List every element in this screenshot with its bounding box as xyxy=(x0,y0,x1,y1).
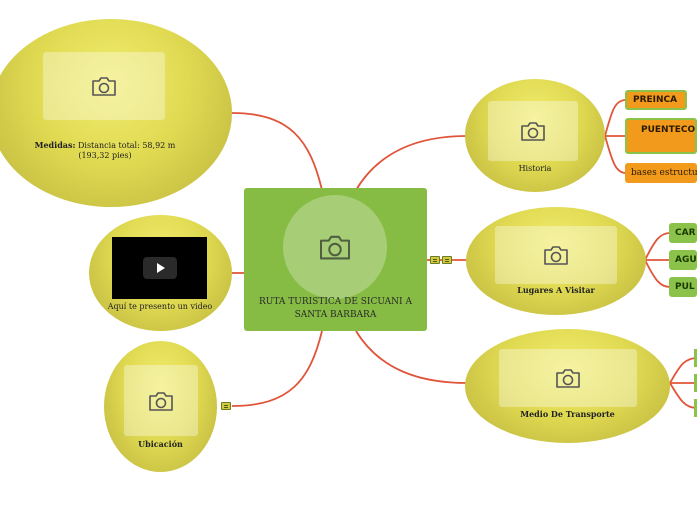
video-label: Aquí te presento un video xyxy=(107,302,213,311)
medidas-label-text: Distancia total: 58,92 m (193,32 pies) xyxy=(75,141,176,160)
photo-placeholder xyxy=(124,365,198,436)
ubicacion-label: Ubicación xyxy=(104,439,217,450)
subtopic-puenteco[interactable]: PUENTECO xyxy=(625,118,697,154)
notes-icon[interactable] xyxy=(430,256,440,264)
play-icon xyxy=(156,263,165,273)
central-topic[interactable]: RUTA TURISTICA DE SICUANI A SANTA BARBAR… xyxy=(244,188,427,331)
topic-historia[interactable]: Historia xyxy=(465,79,605,192)
subtopic-pul[interactable]: PUL xyxy=(669,277,697,297)
subtopic-stub[interactable] xyxy=(694,399,697,417)
transporte-label-text: Medio De Transporte xyxy=(520,409,615,419)
central-topic-title: RUTA TURISTICA DE SICUANI A SANTA BARBAR… xyxy=(259,297,412,320)
central-photo xyxy=(283,195,387,299)
camera-icon xyxy=(521,122,545,141)
topic-transporte[interactable]: Medio De Transporte xyxy=(465,329,670,443)
photo-placeholder xyxy=(488,101,578,161)
camera-icon xyxy=(149,391,173,411)
video-player[interactable] xyxy=(112,237,207,299)
notes-icon[interactable] xyxy=(221,402,231,410)
topic-medidas[interactable]: Medidas: Distancia total: 58,92 m (193,3… xyxy=(0,19,232,207)
subtopic-stub[interactable] xyxy=(694,349,697,367)
subtopic-preinca[interactable]: PREINCA xyxy=(625,90,687,110)
medidas-label-bold: Medidas: xyxy=(34,140,76,150)
transporte-label: Medio De Transporte xyxy=(465,409,670,420)
camera-icon xyxy=(556,369,580,388)
camera-icon xyxy=(319,235,351,260)
topic-ubicacion[interactable]: Ubicación xyxy=(104,341,217,472)
photo-placeholder xyxy=(499,349,637,407)
camera-icon xyxy=(544,246,568,265)
topic-lugares[interactable]: Lugares A Visitar xyxy=(466,207,646,315)
subtopic-stub[interactable] xyxy=(694,374,697,392)
play-button[interactable] xyxy=(142,257,177,279)
notes-icon[interactable] xyxy=(442,256,452,264)
camera-icon xyxy=(92,77,116,96)
historia-label: Historia xyxy=(518,164,552,173)
medidas-label: Medidas: Distancia total: 58,92 m (193,3… xyxy=(20,140,190,161)
photo-placeholder xyxy=(495,226,617,284)
subtopic-car[interactable]: CAR xyxy=(669,223,697,243)
lugares-label: Lugares A Visitar xyxy=(466,285,646,296)
subtopic-agu[interactable]: AGU xyxy=(669,250,697,270)
lugares-label-text: Lugares A Visitar xyxy=(517,285,595,295)
photo-placeholder xyxy=(43,52,165,120)
subtopic-bases-estructura[interactable]: bases estructura xyxy=(625,163,697,183)
ubicacion-label-text: Ubicación xyxy=(138,439,183,449)
